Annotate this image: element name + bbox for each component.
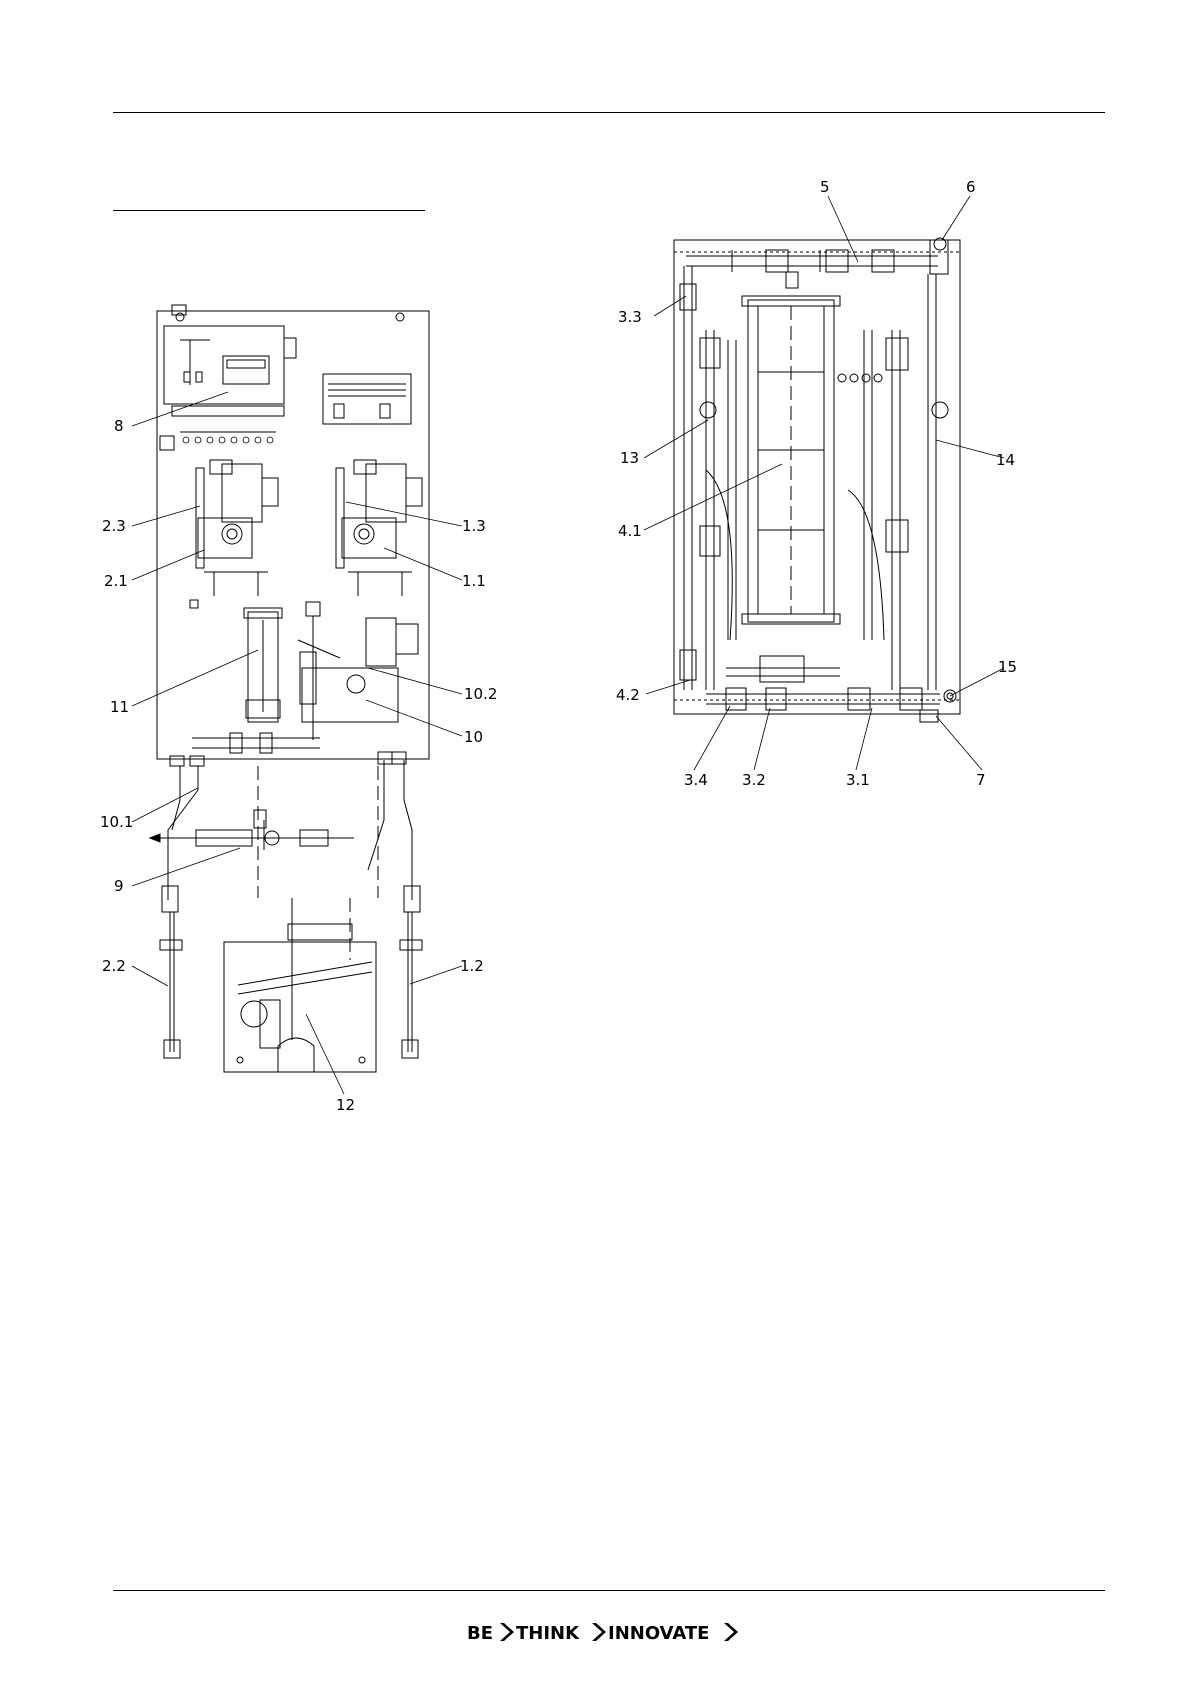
logo-word-think: THINK — [516, 1623, 580, 1644]
chevron-right-icon — [724, 1623, 738, 1641]
label-1-1: 1.1 — [462, 572, 486, 590]
label-2-1: 2.1 — [104, 572, 128, 590]
right-assembly — [674, 238, 960, 722]
label-13: 13 — [620, 449, 639, 467]
label-1-3: 1.3 — [462, 517, 486, 535]
label-2-3: 2.3 — [102, 517, 126, 535]
label-6: 6 — [966, 178, 976, 196]
left-assembly — [150, 305, 429, 1072]
footer-logo: BE THINK INNOVATE — [0, 1617, 1191, 1647]
callout-labels: 8 2.3 2.1 1.3 1.1 11 10.2 10 10.1 9 2.2 … — [100, 178, 1017, 1114]
label-12: 12 — [336, 1096, 355, 1114]
logo-word-be: BE — [467, 1623, 493, 1644]
label-3-4: 3.4 — [684, 771, 708, 789]
label-10-1: 10.1 — [100, 813, 133, 831]
label-5: 5 — [820, 178, 830, 196]
label-14: 14 — [996, 451, 1015, 469]
chevron-right-icon — [500, 1623, 514, 1641]
logo-word-innovate: INNOVATE — [608, 1623, 709, 1644]
label-8: 8 — [114, 417, 124, 435]
label-7: 7 — [976, 771, 986, 789]
label-11: 11 — [110, 698, 129, 716]
label-10: 10 — [464, 728, 483, 746]
label-10-2: 10.2 — [464, 685, 497, 703]
label-15: 15 — [998, 658, 1017, 676]
label-3-2: 3.2 — [742, 771, 766, 789]
label-3-1: 3.1 — [846, 771, 870, 789]
label-1-2: 1.2 — [460, 957, 484, 975]
label-3-3: 3.3 — [618, 308, 642, 326]
label-4-2: 4.2 — [616, 686, 640, 704]
label-9: 9 — [114, 877, 124, 895]
label-2-2: 2.2 — [102, 957, 126, 975]
label-4-1: 4.1 — [618, 522, 642, 540]
chevron-right-icon — [592, 1623, 606, 1641]
